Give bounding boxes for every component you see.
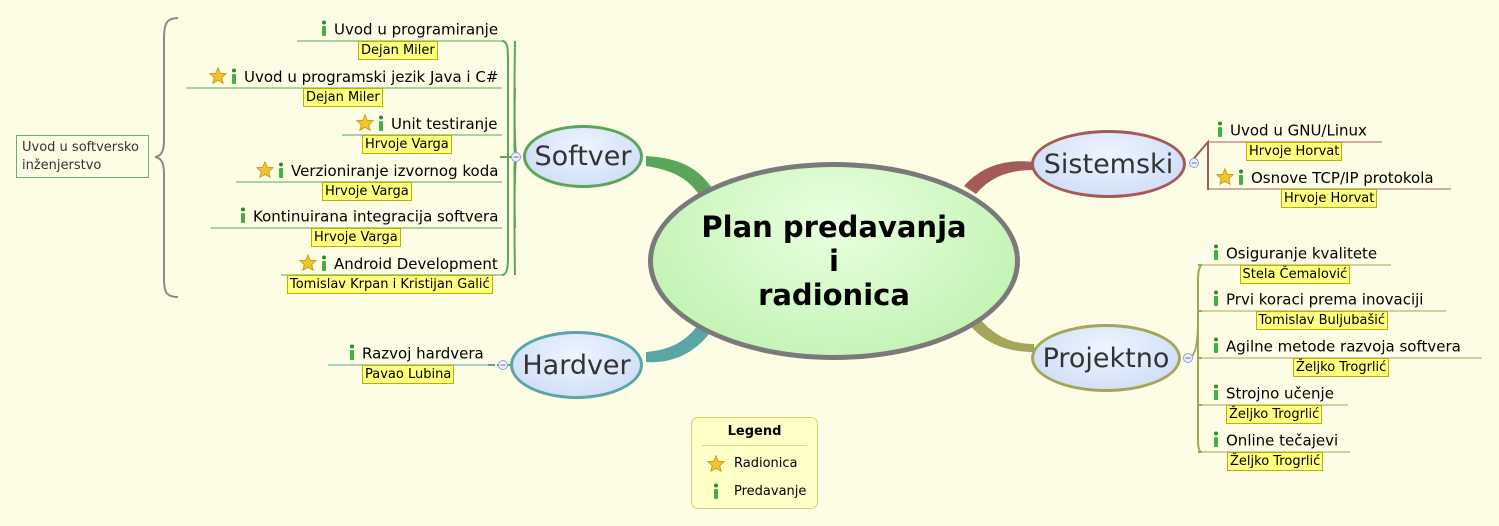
info-icon bbox=[704, 483, 728, 499]
branch-sistemski[interactable]: Sistemski bbox=[1031, 130, 1186, 198]
branch-projektno[interactable]: Projektno bbox=[1031, 324, 1181, 392]
legend-row-workshop: Radionica bbox=[704, 455, 798, 472]
projektno-topic[interactable]: Osiguranje kvalitete bbox=[1212, 244, 1377, 264]
topic-title: Agilne metode razvoja softvera bbox=[1226, 337, 1461, 356]
info-icon bbox=[1237, 169, 1245, 189]
projektno-connector bbox=[966, 314, 1034, 352]
info-icon bbox=[1212, 384, 1220, 404]
branch-projektno-label: Projektno bbox=[1042, 342, 1170, 374]
speaker-note: Tomislav Krpan i Kristijan Galić bbox=[287, 275, 493, 294]
topic-title: Online tečajevi bbox=[1226, 431, 1339, 450]
topic-title: Osnove TCP/IP protokola bbox=[1251, 169, 1434, 187]
legend-workshop-label: Radionica bbox=[734, 456, 798, 471]
legend-lecture-label: Predavanje bbox=[734, 483, 807, 499]
central-topic-line-3: radionica bbox=[758, 278, 910, 312]
fan-curve bbox=[513, 156, 518, 276]
summary-brace bbox=[154, 17, 179, 298]
topic-title: Kontinuirana integracija softvera bbox=[253, 207, 499, 226]
topic-title: Osiguranje kvalitete bbox=[1226, 244, 1378, 263]
softver-topic[interactable]: Kontinuirana integracija softvera bbox=[239, 207, 498, 227]
info-icon bbox=[1212, 290, 1220, 310]
central-topic-line-1: Plan predavanja bbox=[701, 210, 967, 244]
sistemski-topic[interactable]: Uvod u GNU/Linux bbox=[1216, 121, 1367, 141]
softver-connector bbox=[646, 156, 712, 196]
projektno-topic[interactable]: Online tečajevi bbox=[1212, 431, 1338, 451]
speaker-note: Pavao Lubina bbox=[362, 365, 455, 384]
speaker-note: Željko Trogrlić bbox=[1227, 452, 1324, 471]
topic-title: Razvoj hardvera bbox=[362, 344, 484, 363]
info-icon bbox=[230, 68, 238, 88]
projektno-topic[interactable]: Prvi koraci prema inovaciji bbox=[1212, 290, 1423, 310]
speaker-note: Hrvoje Horvat bbox=[1246, 142, 1343, 161]
projektno-topic[interactable]: Strojno učenje bbox=[1212, 384, 1334, 404]
info-icon bbox=[1212, 337, 1220, 357]
summary-box[interactable]: Uvod u softversko inženjerstvo bbox=[16, 135, 149, 178]
branch-sistemski-label: Sistemski bbox=[1043, 148, 1174, 180]
legend: Legend Radionica Predavanje bbox=[691, 417, 818, 509]
branch-hardver[interactable]: Hardver bbox=[510, 331, 643, 399]
info-icon bbox=[277, 162, 285, 182]
info-icon bbox=[320, 255, 328, 275]
topic-title: Uvod u programski jezik Java i C# bbox=[244, 68, 499, 86]
topic-title: Android Development bbox=[334, 255, 498, 273]
topic-title: Uvod u programiranje bbox=[334, 20, 499, 39]
hardver-topic[interactable]: Razvoj hardvera bbox=[348, 344, 484, 364]
branch-softver[interactable]: Softver bbox=[523, 125, 643, 188]
projektno-topic[interactable]: Agilne metode razvoja softvera bbox=[1212, 337, 1461, 357]
branch-hardver-label: Hardver bbox=[522, 349, 631, 381]
speaker-note: Željko Trogrlić bbox=[1226, 405, 1323, 424]
softver-topic[interactable]: Android Development bbox=[298, 253, 498, 275]
star-icon bbox=[704, 455, 728, 472]
info-icon bbox=[1212, 431, 1220, 451]
softver-topic[interactable]: Uvod u programiranje bbox=[320, 20, 498, 40]
speaker-note: Hrvoje Varga bbox=[362, 135, 452, 154]
star-icon bbox=[298, 253, 318, 275]
topic-title: Uvod u GNU/Linux bbox=[1230, 121, 1367, 140]
speaker-note: Hrvoje Varga bbox=[322, 182, 412, 201]
topic-title: Unit testiranje bbox=[391, 115, 498, 133]
info-icon bbox=[239, 207, 247, 227]
speaker-note: Dejan Miler bbox=[358, 41, 438, 60]
legend-row-lecture: Predavanje bbox=[704, 483, 806, 499]
sistemski-connector bbox=[964, 161, 1034, 194]
info-icon bbox=[377, 115, 385, 135]
softver-topic[interactable]: Unit testiranje bbox=[355, 113, 498, 135]
central-topic-line-2: i bbox=[829, 244, 839, 278]
info-icon bbox=[320, 20, 328, 40]
topic-title: Verzioniranje izvornog koda bbox=[291, 162, 499, 180]
legend-divider bbox=[702, 445, 807, 446]
branch-softver-label: Softver bbox=[534, 141, 632, 172]
softver-topic[interactable]: Verzioniranje izvornog koda bbox=[255, 160, 499, 182]
softver-topic[interactable]: Uvod u programski jezik Java i C# bbox=[208, 66, 499, 88]
hardver-connector bbox=[646, 322, 712, 363]
info-icon bbox=[1216, 121, 1224, 141]
star-icon bbox=[355, 113, 375, 135]
sistemski-topic[interactable]: Osnove TCP/IP protokola bbox=[1215, 167, 1434, 189]
speaker-note: Željko Trogrlić bbox=[1293, 358, 1390, 377]
info-icon bbox=[1212, 244, 1220, 264]
star-icon bbox=[1215, 167, 1235, 189]
speaker-note: Hrvoje Horvat bbox=[1281, 189, 1378, 208]
speaker-note: Dejan Miler bbox=[303, 88, 383, 107]
speaker-note: Stela Čemalović bbox=[1239, 265, 1351, 284]
speaker-note: Hrvoje Varga bbox=[311, 228, 401, 247]
legend-title: Legend bbox=[727, 424, 782, 439]
speaker-note: Tomislav Buljubašić bbox=[1255, 311, 1389, 330]
info-icon bbox=[348, 344, 356, 364]
star-icon bbox=[255, 160, 275, 182]
star-icon bbox=[208, 66, 228, 88]
central-topic[interactable]: Plan predavanja i radionica bbox=[648, 162, 1020, 360]
summary-label: Uvod u softversko inženjerstvo bbox=[22, 140, 139, 173]
topic-title: Strojno učenje bbox=[1226, 384, 1334, 403]
topic-title: Prvi koraci prema inovaciji bbox=[1226, 290, 1424, 309]
